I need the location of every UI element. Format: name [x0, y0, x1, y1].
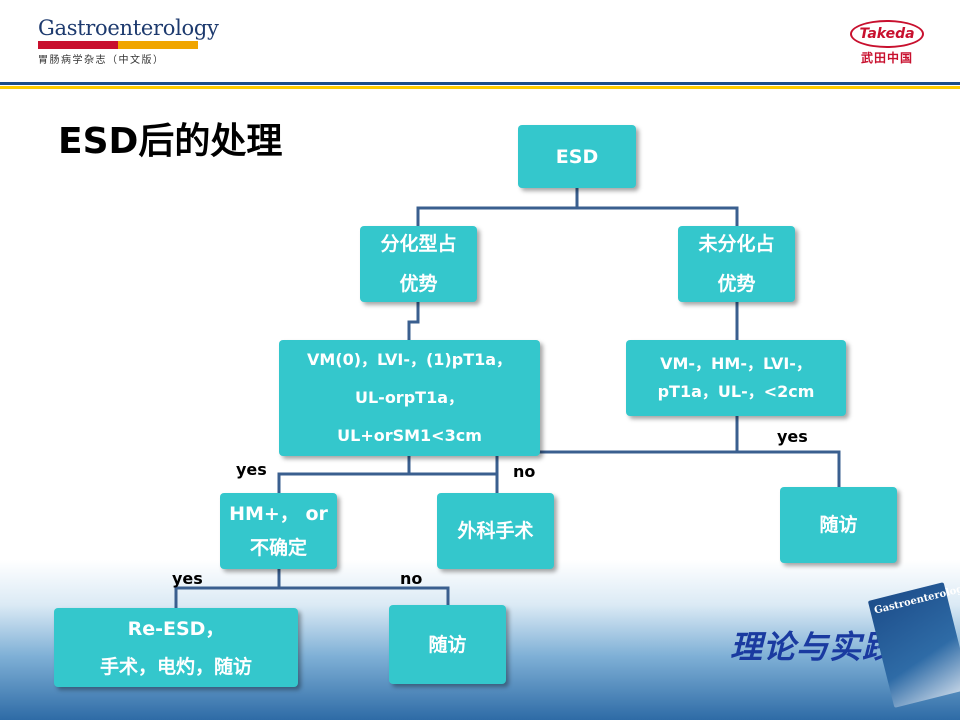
logo-title: Gastroenterology: [38, 16, 219, 40]
connector-esd-right: [577, 206, 739, 226]
node-diff-criteria-line3: UL+orSM1<3cm: [337, 426, 482, 445]
connector-hm-split: [174, 569, 281, 608]
node-esd: ESD: [518, 125, 636, 188]
node-differentiated-line1: 分化型占: [380, 233, 457, 255]
edge-label-yes-undiff: yes: [777, 427, 808, 446]
connector-esd-split: [416, 188, 579, 226]
node-differentiated-line2: 优势: [399, 273, 438, 295]
node-surgery-label: 外科手术: [457, 520, 534, 542]
promo-banner: 理论与实践: [730, 622, 900, 668]
logo-color-bar: [38, 41, 198, 49]
node-esd-label: ESD: [555, 145, 599, 168]
node-differentiated: 分化型占 优势: [360, 226, 477, 302]
node-surgery: 外科手术: [437, 493, 554, 569]
edge-label-yes-criteria: yes: [236, 460, 267, 479]
connector-hm-no: [279, 586, 450, 605]
node-hm-uncertain: HM+， or 不确定: [220, 493, 337, 569]
edge-label-yes-hm: yes: [172, 569, 203, 588]
node-follow-up-right-label: 随访: [819, 514, 858, 536]
node-hm-uncertain-line2: 不确定: [249, 537, 307, 559]
connector-undiff-yes: [737, 450, 841, 487]
promo-title: 理论与实践: [730, 628, 896, 666]
node-undiff-criteria-line1: VM-，HM-，LVI-，: [660, 354, 812, 373]
node-undifferentiated-line1: 未分化占: [698, 233, 775, 255]
edge-label-no-hm: no: [400, 569, 423, 588]
node-diff-criteria: VM(0)，LVI-，(1)pT1a， UL-orpT1a， UL+orSM1<…: [279, 340, 540, 456]
slide-title: ESD后的处理: [58, 121, 283, 162]
connector-diff-criteria: [407, 302, 420, 340]
node-undifferentiated: 未分化占 优势: [678, 226, 795, 302]
node-undifferentiated-line2: 优势: [717, 273, 756, 295]
node-undiff-criteria-line2: pT1a，UL-，<2cm: [657, 382, 815, 401]
node-diff-criteria-line2: UL-orpT1a，: [354, 388, 464, 407]
node-re-esd-line1: Re-ESD，: [127, 617, 225, 640]
takeda-wordmark: Takeda: [850, 20, 924, 48]
connector-criteria-yes: [277, 456, 411, 493]
takeda-logo: Takeda 武田中国: [848, 20, 926, 66]
edge-label-no-criteria: no: [513, 462, 536, 481]
node-follow-up-right: 随访: [780, 487, 897, 563]
node-hm-uncertain-line1: HM+， or: [229, 503, 328, 525]
node-re-esd: Re-ESD， 手术，电灼，随访: [54, 608, 298, 687]
connector-undiff-no: [495, 416, 739, 474]
node-re-esd-line2: 手术，电灼，随访: [99, 655, 252, 678]
slide-header: Gastroenterology 胃肠病学杂志（中文版） Takeda 武田中国: [0, 0, 960, 80]
gastroenterology-logo: Gastroenterology 胃肠病学杂志（中文版）: [38, 16, 219, 66]
takeda-cn-name: 武田中国: [860, 51, 913, 65]
header-stripe-yellow: [0, 86, 960, 89]
node-diff-criteria-line1: VM(0)，LVI-，(1)pT1a，: [306, 350, 513, 369]
connector-criteria-no: [409, 472, 499, 493]
node-follow-up-bottom: 随访: [389, 605, 506, 684]
node-undiff-criteria: VM-，HM-，LVI-， pT1a，UL-，<2cm: [626, 340, 846, 416]
logo-subtitle: 胃肠病学杂志（中文版）: [38, 55, 165, 66]
header-stripe-blue: [0, 82, 960, 85]
node-follow-up-bottom-label: 随访: [428, 633, 467, 656]
